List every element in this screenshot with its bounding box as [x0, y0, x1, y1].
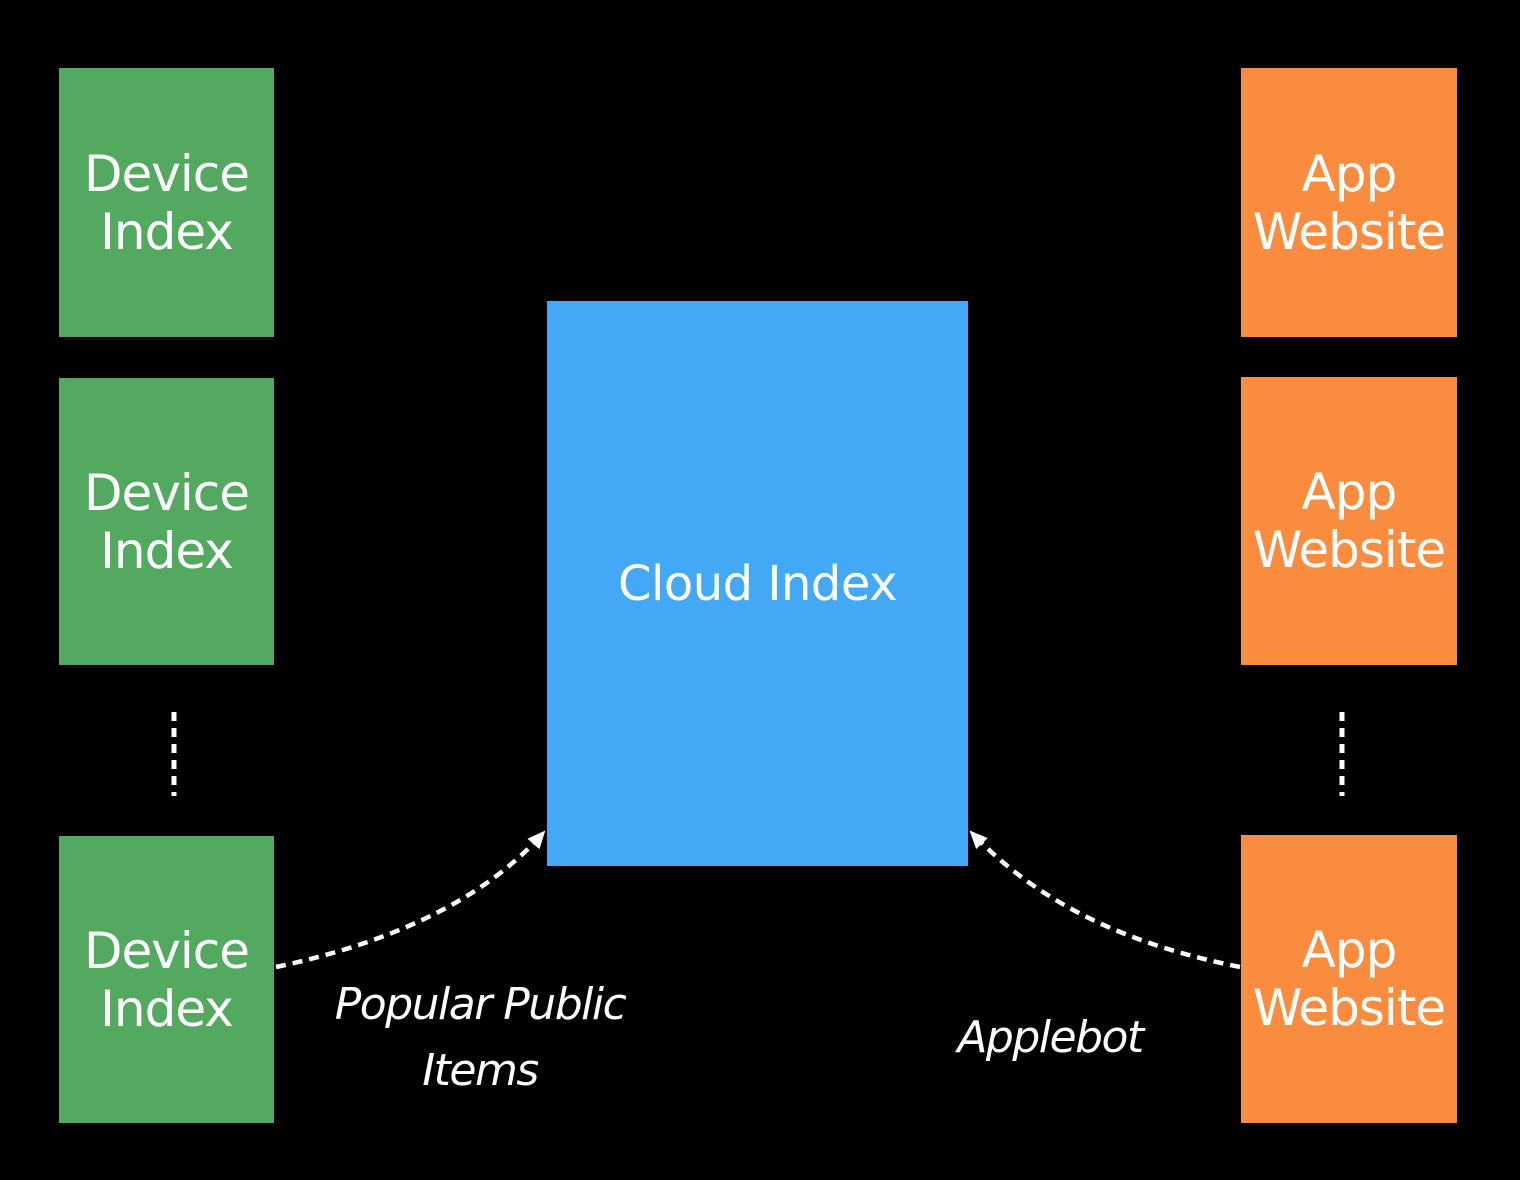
app-website-box-2-line1: App: [1301, 463, 1398, 521]
device-index-box-3-line1: Device: [84, 921, 250, 980]
popular-public-items-line2: Items: [422, 1045, 539, 1096]
app-website-box-3-line2: Website: [1252, 979, 1446, 1037]
applebot-label: Applebot: [940, 1005, 1160, 1071]
arrow-device-to-cloud: [275, 830, 546, 970]
popular-public-items-label: Popular Public Items: [320, 972, 640, 1104]
cloud-index-box: Cloud Index: [547, 301, 968, 866]
popular-public-items-line1: Popular Public: [334, 979, 627, 1030]
app-website-box-1-line1: App: [1301, 144, 1398, 203]
app-website-box-1-line2: Website: [1252, 202, 1446, 261]
applebot-text: Applebot: [957, 1012, 1144, 1063]
arrow-website-to-cloud: [969, 830, 1241, 970]
device-index-box-2-line1: Device: [84, 463, 250, 522]
device-index-box-2: Device Index: [59, 378, 274, 665]
device-index-box-3: Device Index: [59, 836, 274, 1123]
app-website-box-2: App Website: [1241, 377, 1457, 665]
cloud-index-label: Cloud Index: [617, 555, 898, 612]
device-index-box-1: Device Index: [59, 68, 274, 337]
app-website-box-2-line2: Website: [1252, 521, 1446, 579]
app-website-box-3: App Website: [1241, 835, 1457, 1123]
device-index-box-1-line2: Index: [100, 202, 234, 261]
app-website-box-3-line1: App: [1301, 921, 1398, 979]
app-website-box-1: App Website: [1241, 68, 1457, 337]
device-index-box-2-line2: Index: [100, 521, 234, 580]
device-index-box-3-line2: Index: [100, 979, 234, 1038]
device-index-box-1-line1: Device: [84, 144, 250, 203]
